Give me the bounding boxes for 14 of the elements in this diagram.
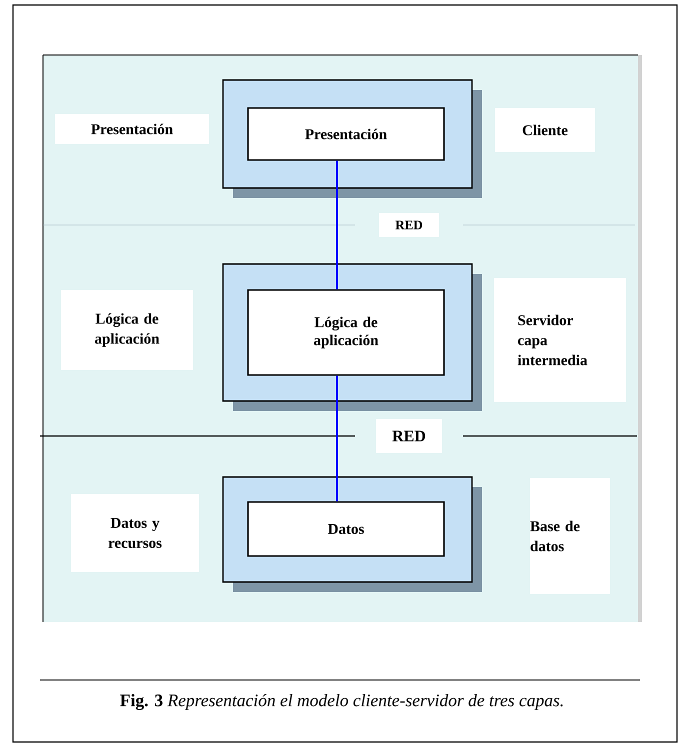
- side-label: Datos y recursos: [71, 494, 199, 572]
- side-label: Presentación: [55, 114, 209, 144]
- side-label: Cliente: [495, 108, 595, 152]
- layer-box: Datos: [247, 501, 445, 557]
- layer-box: Lógica de aplicación: [247, 289, 445, 376]
- side-label: RED: [379, 213, 439, 237]
- side-label: Lógica de aplicación: [61, 290, 193, 370]
- side-label: Servidor capa intermedia: [494, 278, 626, 402]
- connector-line: [336, 376, 338, 502]
- connector-line: [336, 160, 338, 290]
- side-label: RED: [376, 419, 442, 453]
- side-label: Base de datos: [530, 478, 610, 594]
- figure-caption: Fig. 3 Representación el modelo cliente-servidor de tres capas.: [120, 694, 563, 710]
- layer-box: Presentación: [247, 107, 445, 161]
